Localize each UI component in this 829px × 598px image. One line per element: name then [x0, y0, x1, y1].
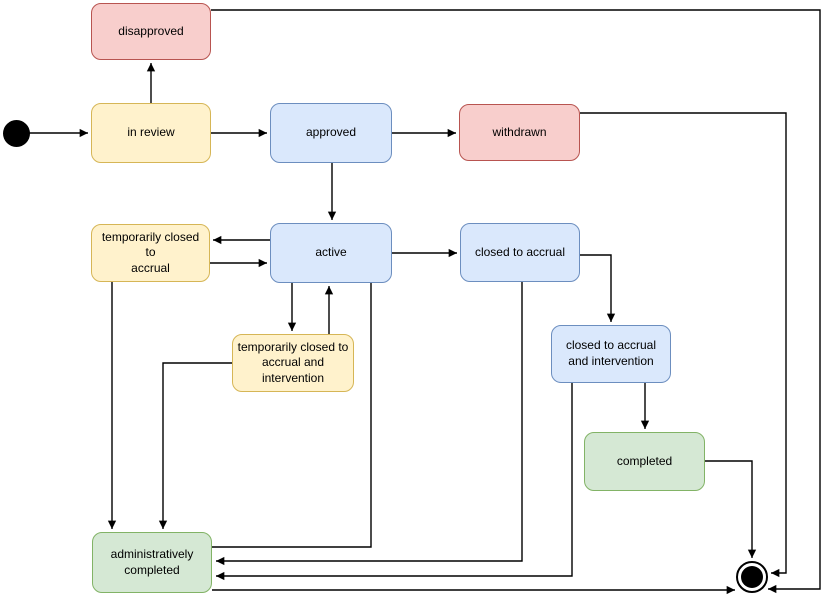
state-completed: completed — [584, 432, 705, 491]
state-label-disapproved: disapproved — [118, 23, 184, 38]
state-label-approved: approved — [305, 125, 357, 140]
state-label-administratively-completed: administratively completed — [110, 546, 194, 577]
state-active: active — [270, 223, 392, 283]
state-closed-to-accrual: closed to accrual — [460, 223, 580, 282]
initial-state-node — [2, 119, 30, 147]
state-label-temporarily-closed-to-accrual-and-intervention: temporarily closed to accrual and interv… — [237, 339, 349, 385]
state-closed-to-accrual-and-intervention: closed to accrual and intervention — [551, 325, 671, 383]
edge-closed-to-accrual-to-administratively-completed — [216, 282, 523, 566]
edge-closed-to-accrual-to-closed-to-accrual-and-intervention — [580, 254, 616, 322]
state-label-active: active — [315, 245, 347, 260]
state-administratively-completed: administratively completed — [92, 532, 212, 593]
state-label-completed: completed — [616, 453, 673, 468]
state-temporarily-closed-to-accrual: temporarily closed to accrual — [91, 224, 210, 282]
state-label-closed-to-accrual: closed to accrual — [474, 244, 566, 259]
final-state-core — [741, 566, 763, 588]
state-withdrawn: withdrawn — [459, 104, 580, 161]
state-disapproved: disapproved — [91, 3, 211, 60]
edge-completed-to-end — [705, 460, 757, 558]
state-approved: approved — [270, 103, 392, 163]
state-label-in-review: in review — [127, 125, 175, 140]
state-temporarily-closed-to-accrual-and-intervention: temporarily closed to accrual and interv… — [232, 334, 354, 392]
edge-temporarily-closed-to-accrual-and-intervention-to-administratively-completed — [158, 362, 232, 529]
final-state-node — [736, 561, 768, 593]
state-label-closed-to-accrual-and-intervention: closed to accrual and intervention — [565, 338, 657, 368]
edge-withdrawn-to-end — [580, 112, 787, 578]
edge-active-to-administratively-completed — [212, 283, 372, 548]
edge-disapproved-to-end — [211, 9, 821, 594]
state-label-withdrawn: withdrawn — [492, 124, 547, 139]
edge-closed-to-accrual-and-intervention-to-administratively-completed — [216, 383, 573, 581]
state-in-review: in review — [91, 103, 211, 163]
state-label-temporarily-closed-to-accrual: temporarily closed to accrual — [101, 229, 200, 275]
